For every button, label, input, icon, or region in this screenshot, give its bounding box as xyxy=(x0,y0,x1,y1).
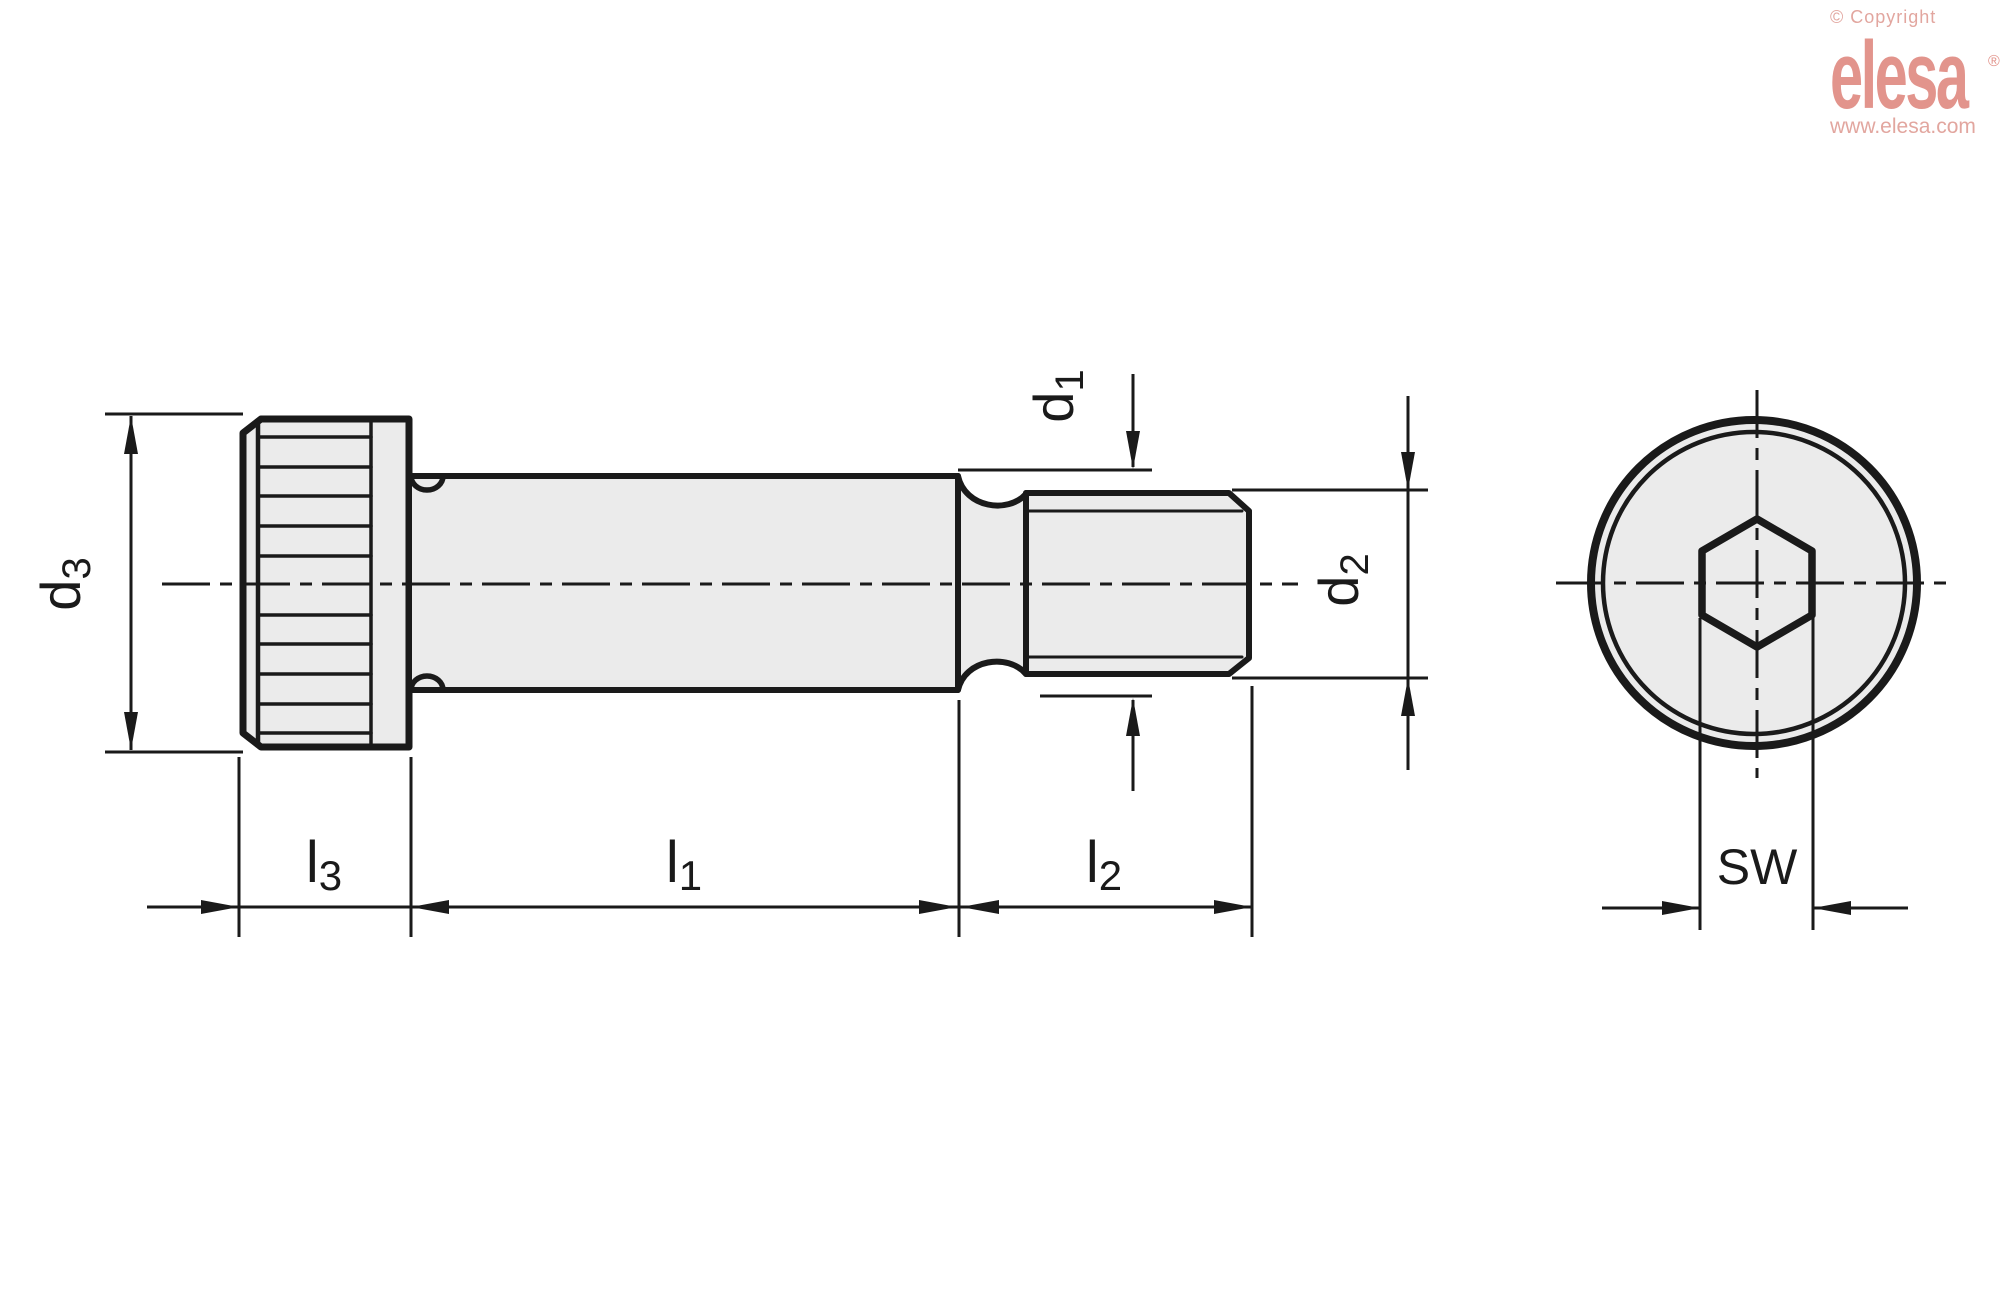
d2-arrow-up xyxy=(1401,678,1415,716)
sw-label: SW xyxy=(1717,839,1798,895)
l1-arrow-left xyxy=(411,900,449,914)
l2-arrow-left xyxy=(961,900,999,914)
underhead-groove-top xyxy=(408,473,446,493)
elesa-logo: elesa xyxy=(1830,22,1969,129)
dimension-d3: d3 xyxy=(29,412,243,754)
d1-arrow-down xyxy=(1126,431,1140,469)
d3-label: d3 xyxy=(29,557,99,610)
knurl-lines xyxy=(257,435,373,735)
copyright-text: © Copyright xyxy=(1830,7,1937,27)
l1-arrow-right xyxy=(919,900,957,914)
l3-label: l3 xyxy=(306,830,342,899)
website-text: www.elesa.com xyxy=(1830,115,1976,138)
dimension-d1: d1 xyxy=(958,369,1152,791)
d3-arrow-up xyxy=(124,416,138,454)
d2-arrow-down xyxy=(1401,452,1415,490)
sw-arrow-right xyxy=(1662,901,1700,915)
screw-side-view xyxy=(162,415,1298,751)
sw-arrow-left xyxy=(1813,901,1851,915)
screw-end-view xyxy=(1556,390,1952,778)
l1-label: l1 xyxy=(666,830,702,899)
branding-block: © Copyright elesa ® www.elesa.com xyxy=(1830,8,2000,137)
dimension-d2: d2 xyxy=(1232,396,1428,770)
dimension-lengths: l3 l1 l2 xyxy=(147,686,1254,937)
l2-arrow-right xyxy=(1214,900,1252,914)
dimension-sw: SW xyxy=(1602,618,1908,930)
d3-arrow-down xyxy=(124,712,138,750)
d2-label: d2 xyxy=(1307,553,1377,606)
underhead-groove-bottom xyxy=(408,673,446,693)
d1-label: d1 xyxy=(1022,369,1092,422)
l3-arrow-right xyxy=(201,900,239,914)
d1-arrow-up xyxy=(1126,698,1140,736)
l2-label: l2 xyxy=(1086,830,1122,899)
registered-mark-icon: ® xyxy=(1988,53,2000,70)
